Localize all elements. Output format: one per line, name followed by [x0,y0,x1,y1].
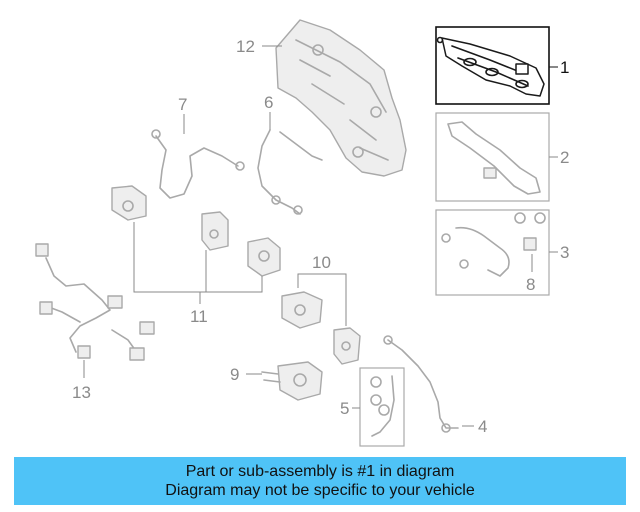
part-10-valve-a[interactable] [281,291,323,329]
part-7-hose[interactable] [151,129,245,199]
part-2-frame [435,112,550,202]
part-13-harness[interactable] [35,243,155,361]
callout-1: 1 [560,58,569,77]
part-10-valve-b[interactable] [333,327,361,365]
leader-10 [297,273,347,326]
part-11-sensor-b[interactable] [201,211,229,251]
part-1-rail[interactable] [436,36,545,97]
parts-diagram: 12 1 2 8 3 6 [35,19,569,447]
part-5-frame [359,367,405,447]
info-banner: Part or sub-assembly is #1 in diagram Di… [14,457,626,505]
banner-line-1: Part or sub-assembly is #1 in diagram [185,463,455,480]
part-11-sensor-a[interactable] [111,185,147,221]
part-6-pipe[interactable] [257,129,323,215]
part-11-sensor-c[interactable] [247,237,281,277]
part-12-bracket[interactable] [275,19,407,177]
part-9-pump[interactable] [261,361,323,401]
part-4-pipe[interactable] [383,335,459,433]
part-5-seals[interactable] [370,375,395,437]
callout-10: 10 [312,253,331,272]
callout-11: 11 [190,307,208,326]
part-2-bracket[interactable] [447,121,541,195]
banner-line-2: Diagram may not be specific to your vehi… [165,482,475,499]
part-1-frame [435,26,550,105]
callout-13: 13 [72,383,91,402]
callout-8: 8 [526,275,535,294]
callout-2: 2 [560,148,569,167]
callout-3: 3 [560,243,569,262]
callout-6: 6 [264,93,273,112]
part-3-hose[interactable] [441,212,546,277]
callout-4: 4 [478,417,487,436]
leader-11 [133,222,263,304]
callout-5: 5 [340,399,349,418]
callout-12: 12 [236,37,255,56]
callout-7: 7 [178,95,187,114]
callout-9: 9 [230,365,239,384]
